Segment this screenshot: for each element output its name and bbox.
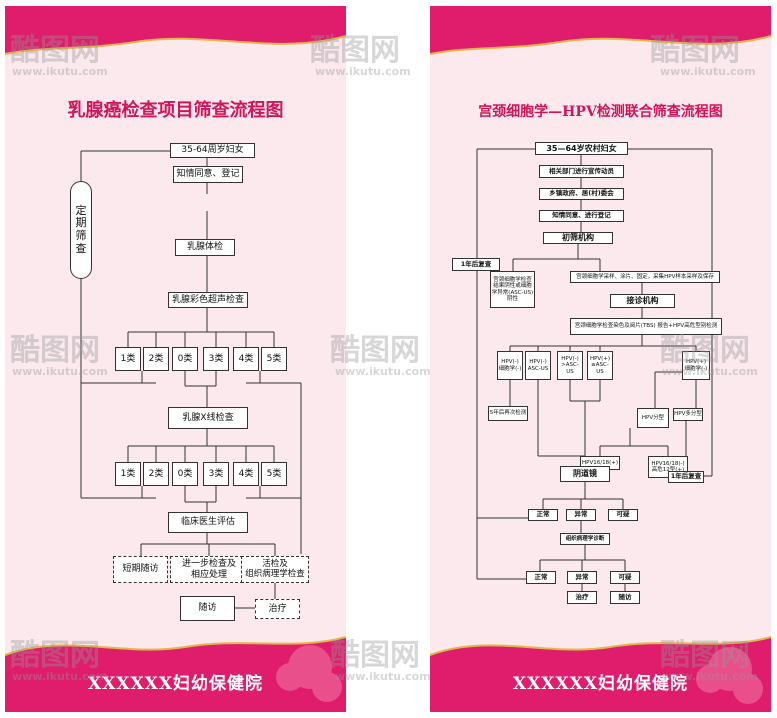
short-term-followup-box: 短期随访 <box>113 556 168 583</box>
hpv-pos-cyto-neg-box: HPV(+) 细胞学(-) <box>682 351 710 380</box>
ultrasound-box: 乳腺彩色超声检查 <box>168 292 248 308</box>
sampling-box: 宫颈细胞学采样、涂片、固定，采集HPV样本采样及保存 <box>570 271 720 283</box>
ultrasound-category-3: 3类 <box>203 347 229 371</box>
page-title: 宫颈细胞学—HPV检测联合筛查流程图 <box>478 104 723 120</box>
negative-result-box: 宫颈细胞学检查结果阴性或细胞学异常(ASC-US)阴性 <box>490 271 535 308</box>
mammography-category-0: 0类 <box>172 462 198 486</box>
informed-consent-box: 知情同意、进行登记 <box>539 210 624 222</box>
mammography-category-3: 3类 <box>203 462 229 486</box>
pathology-normal-box: 正常 <box>526 571 556 584</box>
watermark-url: www.ikutu.com <box>335 670 431 683</box>
followup-box: 随访 <box>610 591 640 604</box>
hpv-neg-gt-ascus-box: HPV(-) >ASC-US <box>557 351 583 380</box>
footer-wave-decoration <box>430 636 771 712</box>
cervical-cancer-panel: 宫颈细胞学—HPV检测联合筛查流程图 <box>430 6 771 712</box>
receiving-institution-box: 接诊机构 <box>610 294 675 308</box>
hpv-neg-cyto-neg-box: HPV(-) 细胞学(-) <box>497 351 523 380</box>
organization-name: XXXXXX妇幼保健院 <box>512 674 689 694</box>
watermark-url: www.ikutu.com <box>335 365 431 378</box>
mammography-box: 乳腺X线检查 <box>168 407 248 429</box>
flow-connectors <box>80 150 302 609</box>
informed-consent-box: 知情同意、登记 <box>173 166 243 183</box>
pathology-abnormal-box: 异常 <box>567 571 597 584</box>
one-year-recheck-box-2: 1年后复查 <box>668 471 704 483</box>
ultrasound-category-5: 5类 <box>261 347 287 371</box>
five-year-recheck-box: 5年后再次检测 <box>488 406 528 421</box>
header-wave-decoration <box>430 6 771 55</box>
pathology-suspicious-box: 可疑 <box>610 571 640 584</box>
one-year-recheck-box: 1年后复查 <box>452 258 500 271</box>
treatment-box: 治疗 <box>567 591 597 604</box>
hpv-genotyping-box: HPV分型 <box>637 408 669 428</box>
publicity-box: 相关部门进行宣传动员 <box>539 165 624 178</box>
colposcopy-box: 阴道镜 <box>560 466 610 482</box>
mammography-category-2: 2类 <box>143 462 169 486</box>
colposcopy-suspicious-box: 可疑 <box>608 509 638 521</box>
page-title: 乳腺癌检查项目筛查流程图 <box>67 100 284 121</box>
mammography-category-4: 4类 <box>233 462 259 486</box>
flow-connectors <box>476 148 713 591</box>
hpv-pos-ge-ascus-box: HPV(+) ≥ASC-US <box>587 351 613 380</box>
treatment-box: 治疗 <box>255 599 300 619</box>
primary-screening-box: 初筛机构 <box>543 232 613 244</box>
mammography-category-5: 5类 <box>261 462 287 486</box>
followup-box: 随访 <box>180 596 235 621</box>
tbs-report-box: 宫颈细胞学检查染色及阅片(TBS) 报告+HPV高危型别检测 <box>570 318 722 335</box>
pathology-box: 组织病理学诊断 <box>560 533 610 545</box>
further-exam-box: 进一步检查及 相应处理 <box>170 556 248 583</box>
organization-name: XXXXXX妇幼保健院 <box>87 674 264 694</box>
colposcopy-normal-box: 正常 <box>528 509 558 521</box>
clinical-assessment-box: 临床医生评估 <box>168 512 248 533</box>
header-wave-decoration <box>5 6 346 55</box>
footer-wave-decoration <box>5 636 346 712</box>
breast-cancer-panel: 乳腺癌检查项目筛查流程图 <box>5 6 346 712</box>
ultrasound-category-2: 2类 <box>143 347 169 371</box>
hpv-neg-ascus-box: HPV(-) ASC-US <box>525 351 551 380</box>
mammography-category-1: 1类 <box>115 462 141 486</box>
ultrasound-category-1: 1类 <box>115 347 141 371</box>
biopsy-box: 活检及 组织病理学检查 <box>241 556 309 583</box>
target-population-box: 35—64岁农村妇女 <box>535 142 628 155</box>
ultrasound-category-4: 4类 <box>233 347 259 371</box>
periodic-screening-loop: 定期 筛查 <box>70 181 92 279</box>
hpv-multi-genotyping-box: HPV多分型 <box>673 408 703 421</box>
breast-exam-box: 乳腺体检 <box>175 239 235 256</box>
ultrasound-category-0: 0类 <box>172 347 198 371</box>
colposcopy-abnormal-box: 异常 <box>566 509 596 521</box>
township-government-box: 乡镇政府、居(村)委会 <box>539 188 624 200</box>
target-population-box: 35-64周岁妇女 <box>170 143 255 158</box>
